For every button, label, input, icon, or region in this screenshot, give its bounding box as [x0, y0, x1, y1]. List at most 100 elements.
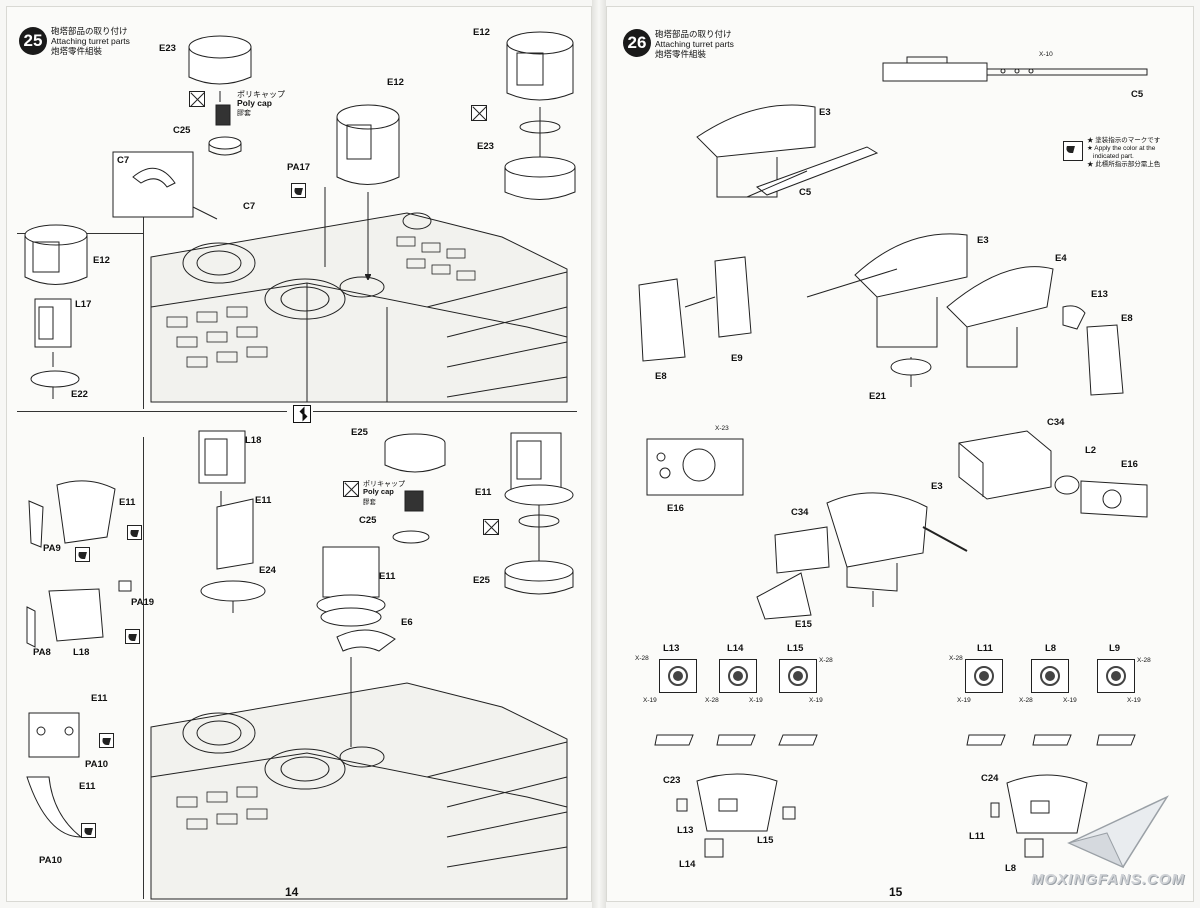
page-number: 14	[285, 885, 299, 899]
color-code-label: X-19	[643, 697, 657, 704]
color-code-label: X-28	[1137, 657, 1151, 664]
step-title-en: Attaching turret parts	[655, 39, 734, 49]
poly-cap-note-en: Poly cap	[237, 98, 272, 108]
e12-cupola-drawing	[324, 104, 400, 277]
paint-color-icon	[291, 183, 306, 198]
e8-e9-drawing	[638, 256, 752, 362]
c24-assembly-drawing	[990, 774, 1088, 858]
color-code-label: X-19	[957, 697, 971, 704]
part-label-l2: L2	[1085, 445, 1097, 456]
part-label-e3: E3	[819, 107, 831, 118]
no-cement-icon	[189, 91, 205, 107]
step-title-jp: 砲塔部品の取り付け	[51, 26, 128, 36]
e11-pa9-drawing	[26, 480, 132, 648]
part-label-c25: C25	[359, 515, 377, 526]
part-label-pa8: PA8	[33, 647, 51, 658]
lens-part-l9	[1097, 659, 1135, 693]
c34-l2-e16-drawing	[958, 430, 1148, 518]
part-label-e3: E3	[977, 235, 989, 246]
step-number-badge: 26	[623, 29, 651, 57]
lens-label: L8	[1045, 643, 1057, 654]
part-label-e25: E25	[351, 427, 368, 438]
manual-page-14: 25 砲塔部品の取り付け Attaching turret parts 炮塔零件…	[6, 6, 592, 902]
color-code-label: X-28	[705, 697, 719, 704]
part-label-e24: E24	[259, 565, 276, 576]
column-divider-upper	[143, 213, 144, 409]
paint-color-icon	[125, 629, 140, 644]
color-code-label: X-28	[949, 655, 963, 662]
part-label-e12: E12	[473, 27, 490, 38]
color-code-label: X-10	[1039, 51, 1053, 58]
hull-upper-drawing	[150, 212, 568, 403]
part-label-l18: L18	[73, 647, 90, 658]
lens-label: L11	[977, 643, 993, 654]
part-label-pa10: PA10	[85, 759, 109, 770]
part-label-e8: E8	[1121, 313, 1133, 324]
assembly-drawing-15	[638, 56, 1148, 858]
e3-e4-assembly-drawing	[806, 233, 1124, 396]
page-number: 15	[889, 885, 903, 899]
e12-e23-rotation-drawing	[504, 31, 576, 200]
poly-cap-note-jp: ポリキャップ	[363, 481, 405, 488]
part-label-e25: E25	[473, 575, 490, 586]
column-divider	[143, 437, 144, 899]
poly-cap-note-en: Poly cap	[363, 487, 394, 496]
part-label-e11: E11	[79, 781, 96, 792]
paint-color-icon	[99, 733, 114, 748]
machine-gun-c5-drawing	[882, 56, 1148, 82]
part-label-c25: C25	[173, 125, 191, 136]
part-label-c5: C5	[1131, 89, 1144, 100]
e11-e25-rotation-drawing	[504, 432, 574, 595]
part-label-c7: C7	[117, 155, 130, 166]
part-label-pa19: PA19	[131, 597, 155, 608]
step-title-en: Attaching turret parts	[51, 36, 130, 46]
part-label-e16: E16	[1121, 459, 1138, 470]
part-label-pa10: PA10	[39, 855, 63, 866]
part-label-l18: L18	[245, 435, 262, 446]
paint-color-icon	[127, 525, 142, 540]
watermark-text: MOXINGFANS.COM	[1031, 871, 1186, 888]
part-label-e3: E3	[931, 481, 943, 492]
no-cement-icon	[343, 481, 359, 497]
step-title-jp: 砲塔部品の取り付け	[655, 29, 732, 39]
part-label-pa9: PA9	[43, 543, 61, 554]
poly-cap-note-jp: ポリキャップ	[237, 90, 285, 99]
color-code-label: X-28	[635, 655, 649, 662]
part-label-e12: E12	[93, 255, 110, 266]
part-label-c34: C34	[791, 507, 809, 518]
section-divider-left	[17, 411, 287, 412]
c23-assembly-drawing	[676, 773, 796, 858]
part-label-l13: L13	[677, 825, 694, 836]
e3-c5-mount-drawing	[696, 104, 879, 198]
lens-strips-right	[966, 734, 1136, 746]
part-label-e11: E11	[119, 497, 136, 508]
part-label-e11: E11	[475, 487, 492, 498]
part-label-e6: E6	[401, 617, 413, 628]
part-label-e23: E23	[477, 141, 494, 152]
lens-label: L13	[663, 643, 680, 654]
flip-over-icon	[293, 405, 311, 423]
part-label-c24: C24	[981, 773, 999, 784]
paint-legend-text: ★ 此標所指示部分需上色	[1087, 161, 1161, 168]
color-code-label: X-23	[715, 425, 729, 432]
part-label-l15: L15	[757, 835, 774, 846]
step-title-cn: 炮塔零件組裝	[51, 46, 103, 56]
part-label-e11: E11	[255, 495, 272, 506]
part-label-e22: E22	[71, 389, 88, 400]
section-divider-right	[313, 411, 577, 412]
part-label-e23: E23	[159, 43, 176, 54]
paint-color-icon	[75, 547, 90, 562]
color-code-label: X-28	[819, 657, 833, 664]
watermark-logo-icon	[1067, 795, 1169, 869]
part-label-e21: E21	[869, 391, 886, 402]
lens-label: L14	[727, 643, 744, 654]
part-label-e16: E16	[667, 503, 684, 514]
part-label-l11: L11	[969, 831, 985, 842]
color-code-label: X-19	[1127, 697, 1141, 704]
lens-part-l15	[779, 659, 817, 693]
part-label-c23: C23	[663, 775, 681, 786]
step-title-cn: 炮塔零件組裝	[655, 49, 707, 59]
paint-color-icon	[81, 823, 96, 838]
hull-lower-drawing	[150, 682, 568, 900]
color-code-label: X-19	[809, 697, 823, 704]
